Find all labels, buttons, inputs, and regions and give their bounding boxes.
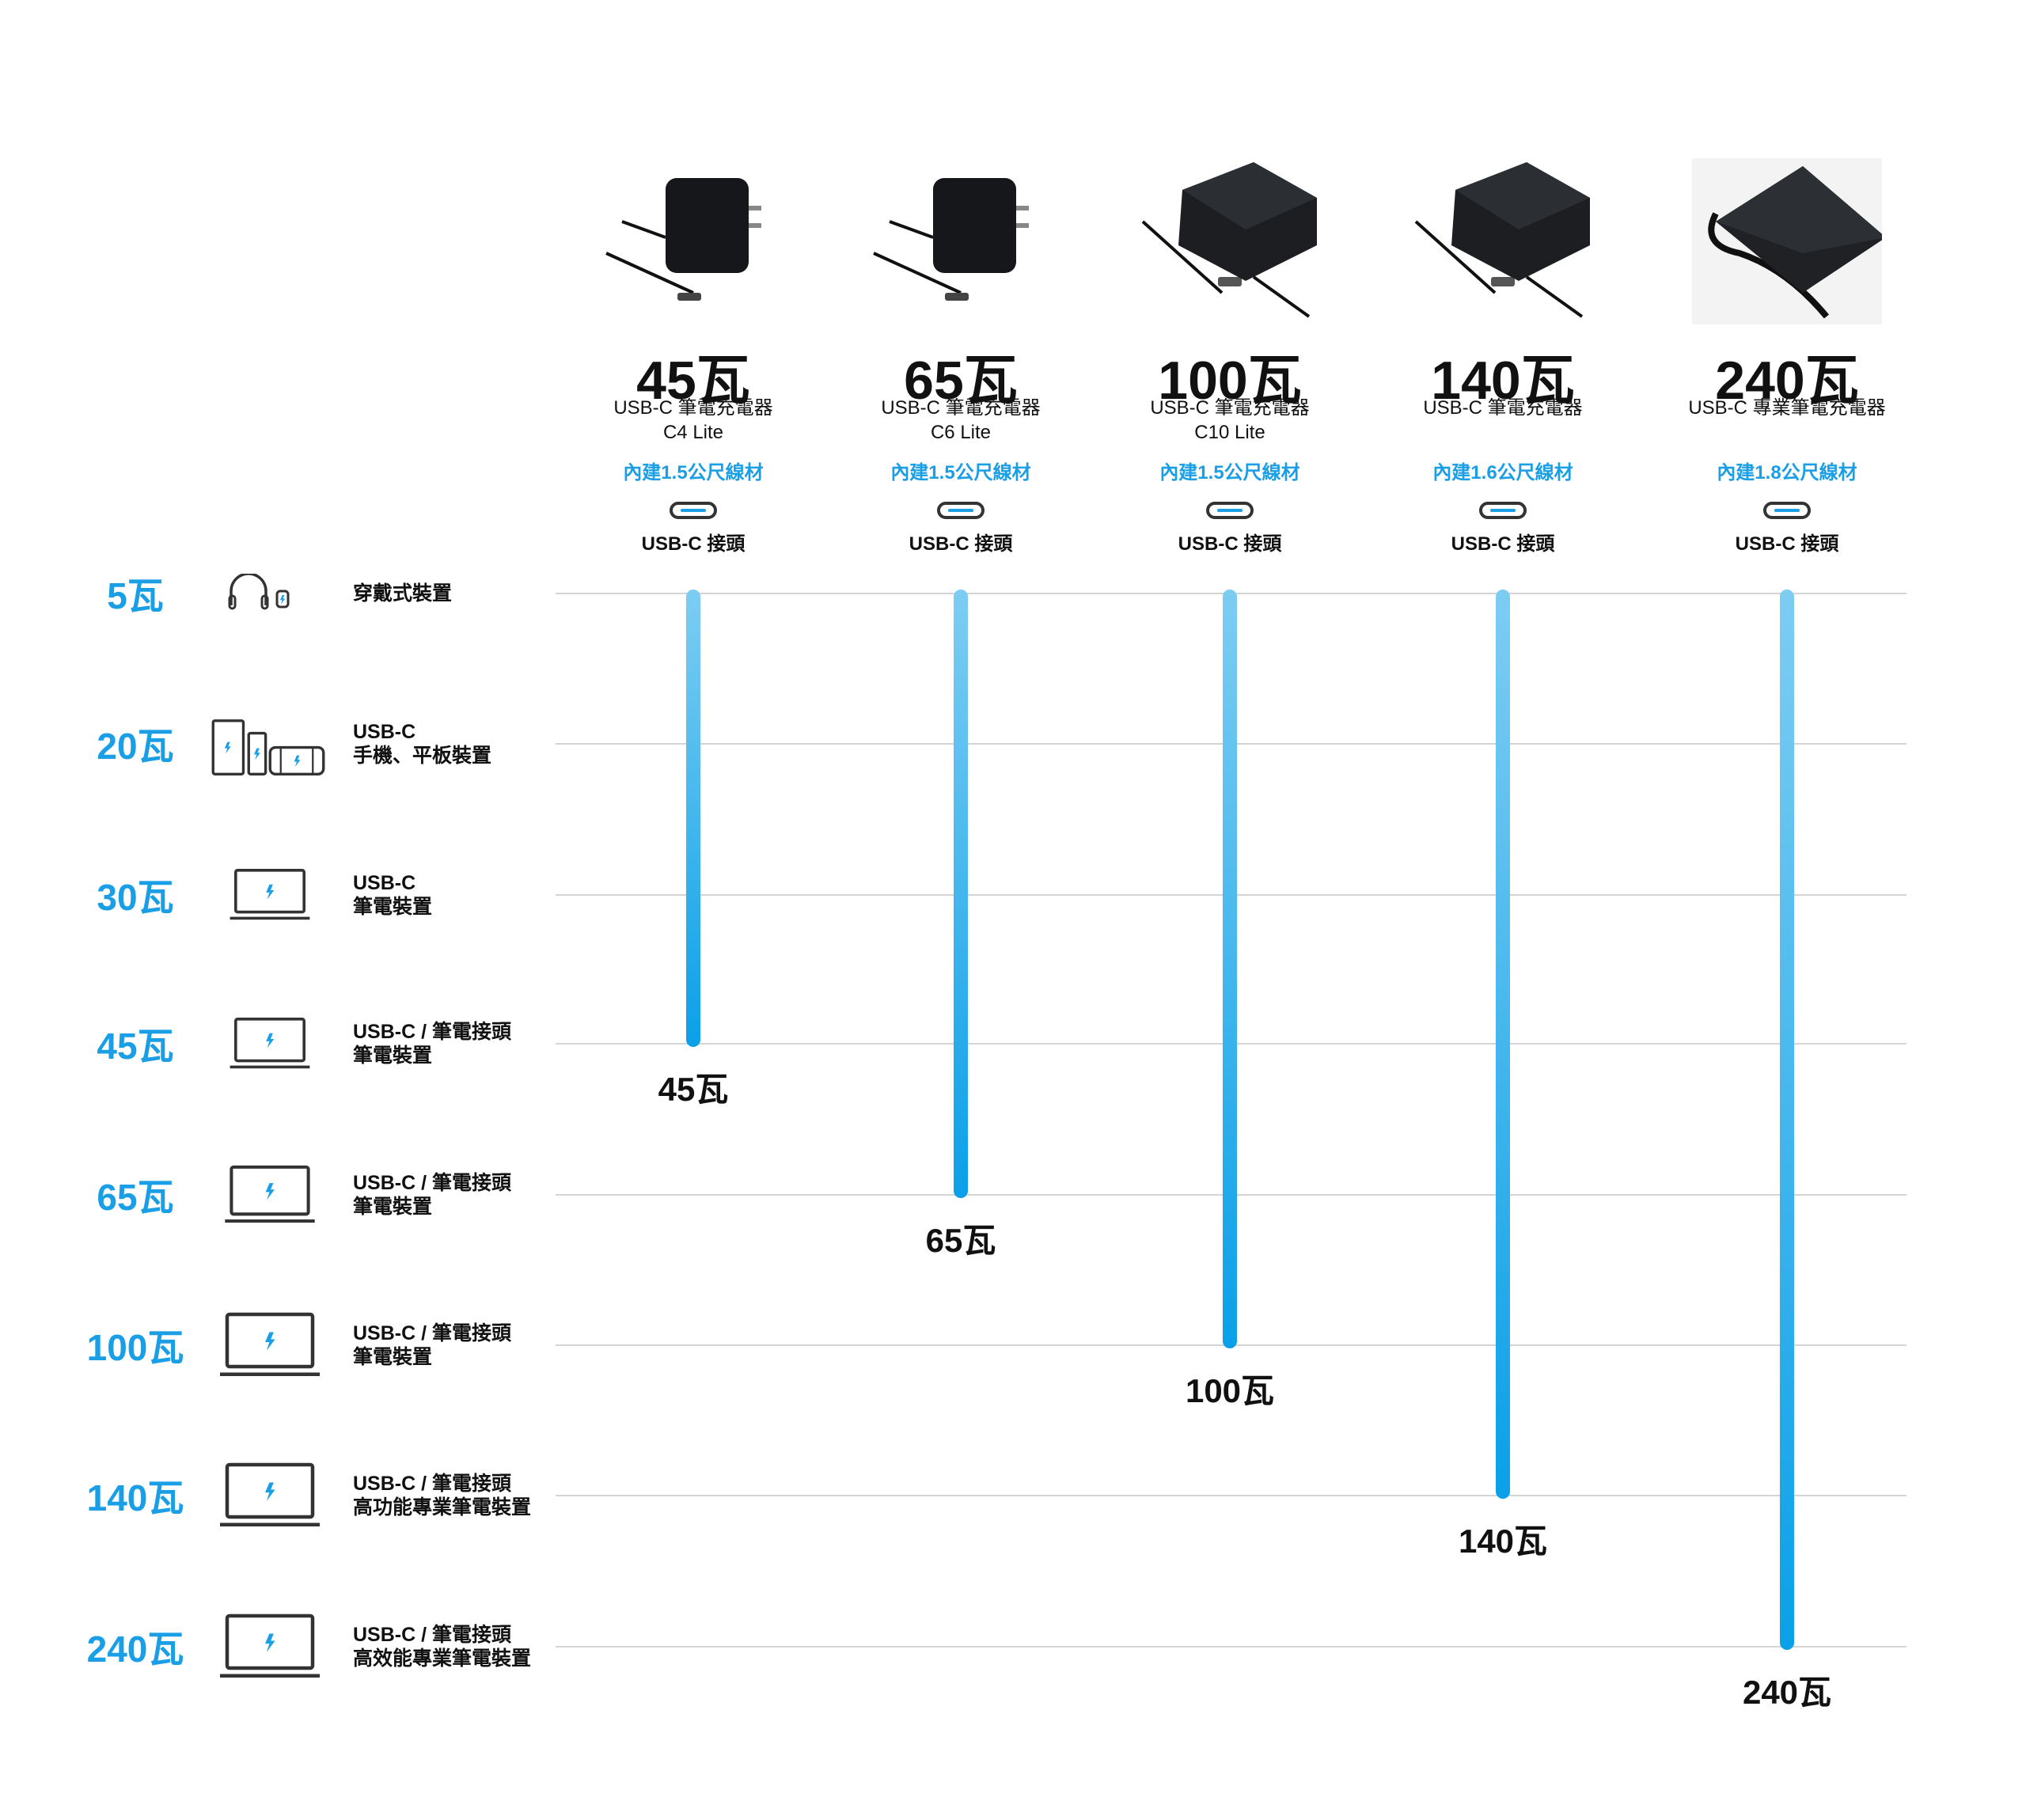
product-name-line1: USB-C 筆電充電器 (613, 397, 773, 419)
cable-length: 內建1.5公尺線材 (890, 462, 1031, 483)
charger-image (598, 158, 788, 324)
row-label-line2: 筆電裝置 (353, 1045, 433, 1067)
usb-c-port-icon (670, 502, 717, 519)
row-label-line1: USB-C (353, 721, 416, 743)
row-wattage: 100瓦 (86, 1327, 184, 1368)
product-name: USB-C 筆電充電器 C4 Lite (559, 396, 828, 445)
laptop-icon (203, 1613, 337, 1678)
laptop-icon (203, 1163, 337, 1227)
cable-length: 內建1.5公尺線材 (1159, 462, 1300, 483)
connector-label: USB-C 接頭 (909, 533, 1013, 555)
bar-value-label: 100瓦 (1185, 1372, 1275, 1409)
row-wattage: 45瓦 (97, 1026, 174, 1067)
product-name-line1: USB-C 筆電充電器 (881, 397, 1041, 419)
row-label-line1: USB-C / 筆電接頭 (353, 1473, 512, 1495)
charger-image (1135, 158, 1325, 324)
usb-c-port-icon (1763, 502, 1811, 519)
row-label-line2: 高功能專業筆電裝置 (353, 1496, 532, 1519)
row-label-line2: 筆電裝置 (353, 1196, 433, 1218)
power-bar (954, 590, 968, 1198)
row-wattage: 240瓦 (86, 1629, 184, 1670)
row-device-label: USB-C / 筆電接頭筆電裝置 (353, 1321, 511, 1369)
product-name: USB-C 筆電充電器 C6 Lite (826, 396, 1095, 445)
charger-image (1692, 158, 1886, 324)
row-label-line1: USB-C / 筆電接頭 (353, 1624, 512, 1646)
row-device-label: USB-C / 筆電接頭筆電裝置 (353, 1020, 511, 1067)
product-model: C6 Lite (930, 422, 992, 443)
product-wattage: 65瓦 (904, 351, 1018, 411)
row-label-line1: USB-C / 筆電接頭 (353, 1172, 512, 1194)
row-wattage: 30瓦 (97, 877, 174, 918)
headphones-watch-icon (203, 562, 337, 625)
power-bar (1496, 590, 1510, 1499)
power-bar (1780, 590, 1794, 1650)
row-wattage: 5瓦 (107, 575, 164, 616)
power-bar (686, 590, 700, 1047)
row-device-label: USB-C / 筆電接頭高效能專業筆電裝置 (353, 1623, 531, 1670)
laptop-icon (203, 1312, 337, 1377)
cable-length: 內建1.5公尺線材 (623, 462, 764, 483)
phone-tablet-console-icon (203, 712, 337, 775)
charger-image (1408, 158, 1598, 324)
product-wattage: 100瓦 (1158, 351, 1302, 411)
connector-label: USB-C 接頭 (1178, 533, 1282, 555)
laptop-icon (203, 1462, 337, 1527)
product-name: USB-C 筆電充電器 (1368, 396, 1637, 420)
bar-value-label: 140瓦 (1458, 1522, 1548, 1560)
product-model: C4 Lite (662, 422, 724, 443)
row-label-line1: USB-C (353, 872, 416, 894)
product-wattage: 45瓦 (636, 351, 750, 411)
row-label-line2: 筆電裝置 (353, 1346, 433, 1368)
row-label-line2: 手機、平板裝置 (353, 745, 492, 767)
row-device-label: USB-C / 筆電接頭高功能專業筆電裝置 (353, 1472, 531, 1519)
gridline (556, 1495, 1906, 1496)
bar-value-label: 65瓦 (925, 1222, 996, 1259)
laptop-icon (203, 863, 337, 927)
connector-label: USB-C 接頭 (641, 533, 746, 555)
cable-length: 內建1.6公尺線材 (1432, 462, 1573, 483)
gridline (556, 1646, 1906, 1647)
row-device-label: USB-C / 筆電接頭筆電裝置 (353, 1171, 511, 1219)
bar-value-label: 45瓦 (658, 1071, 729, 1108)
product-name: USB-C 專業筆電充電器 (1652, 396, 1922, 420)
usb-c-port-icon (1206, 502, 1254, 519)
row-label-line2: 高效能專業筆電裝置 (353, 1647, 532, 1670)
row-wattage: 65瓦 (97, 1177, 174, 1218)
product-wattage: 140瓦 (1431, 351, 1575, 411)
row-device-label: 穿戴式裝置 (353, 582, 452, 605)
row-wattage: 20瓦 (97, 726, 174, 767)
row-wattage: 140瓦 (86, 1477, 184, 1519)
product-name-line1: USB-C 筆電充電器 (1150, 397, 1310, 419)
cable-length: 內建1.8公尺線材 (1717, 462, 1857, 483)
connector-label: USB-C 接頭 (1735, 533, 1839, 555)
product-name-line1: USB-C 專業筆電充電器 (1688, 397, 1886, 419)
usb-c-port-icon (937, 502, 985, 519)
connector-label: USB-C 接頭 (1451, 533, 1555, 555)
usb-c-port-icon (1479, 502, 1527, 519)
bar-value-label: 240瓦 (1742, 1674, 1832, 1711)
product-name-line1: USB-C 筆電充電器 (1423, 397, 1583, 419)
row-label-line2: 筆電裝置 (353, 896, 433, 918)
charger-image (866, 158, 1056, 324)
row-label-line1: 穿戴式裝置 (353, 582, 453, 605)
power-bar (1223, 590, 1237, 1348)
laptop-icon (203, 1012, 337, 1075)
product-wattage: 240瓦 (1715, 351, 1859, 411)
row-label-line1: USB-C / 筆電接頭 (353, 1021, 512, 1043)
row-label-line1: USB-C / 筆電接頭 (353, 1322, 512, 1344)
product-name: USB-C 筆電充電器 C10 Lite (1095, 396, 1364, 445)
product-model: C10 Lite (1194, 422, 1265, 443)
